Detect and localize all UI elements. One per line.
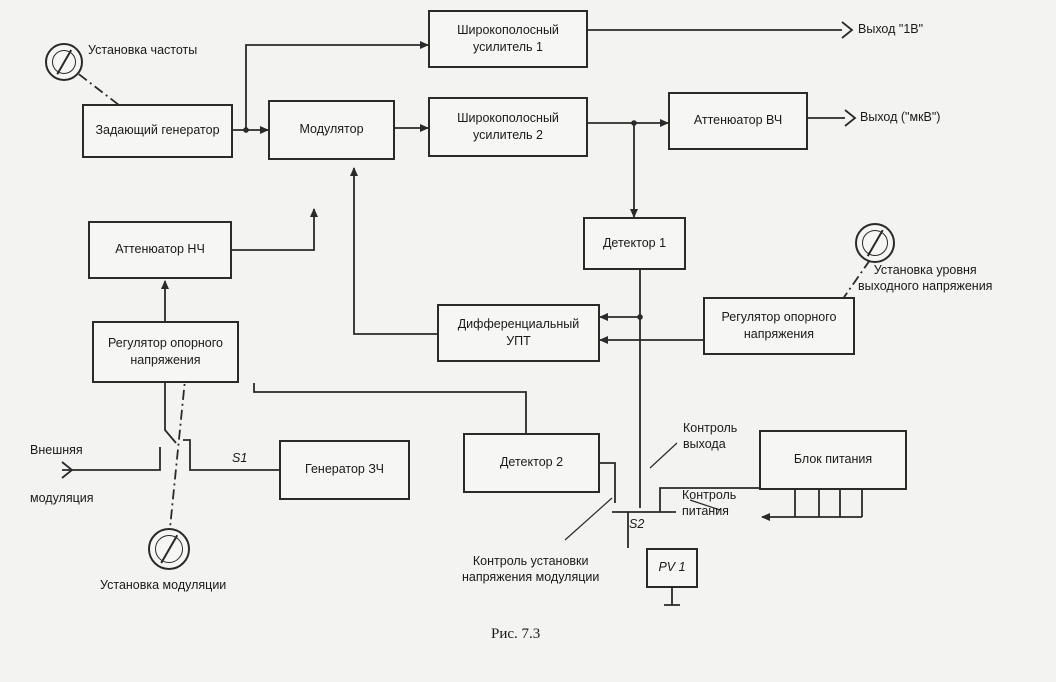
level-knob-linkage xyxy=(839,259,871,304)
wire-ext-mod-in xyxy=(62,447,161,471)
junction-amp2 xyxy=(631,120,637,126)
wire-s1-to-af-gen xyxy=(183,439,279,471)
mod-control-pointer xyxy=(564,497,613,541)
wire-left-reg-to-detector2 xyxy=(253,383,527,433)
output-uv-label: Выход ("мкВ") xyxy=(860,110,941,124)
modulation-setting-knob-icon[interactable] xyxy=(148,528,190,570)
switch-s2-label: S2 xyxy=(629,517,645,531)
power-supply-block: Блок питания xyxy=(759,430,907,490)
af-generator-block: Генератор ЗЧ xyxy=(279,440,410,500)
figure-caption: Рис. 7.3 xyxy=(491,626,541,642)
output-level-setting-label: Установка уровня выходного напряжения xyxy=(858,263,993,293)
wire-dca-to-modulator xyxy=(350,167,437,335)
modulation-knob-linkage xyxy=(169,369,187,529)
output-1v-terminal xyxy=(841,21,854,39)
master-generator-block: Задающий генератор xyxy=(82,104,233,158)
switch-s1-label: S1 xyxy=(232,451,248,465)
modulation-voltage-control-label: Контроль установки напряжения модуляции xyxy=(462,554,600,584)
lf-attenuator-block: Аттенюатор НЧ xyxy=(88,221,232,279)
rf-attenuator-block: Аттенюатор ВЧ xyxy=(668,92,808,150)
external-modulation-label-bottom: модуляция xyxy=(30,491,94,505)
wire-gen-to-amp1 xyxy=(245,41,429,130)
wire-detector2-to-s2 xyxy=(600,462,616,503)
modulation-setting-label: Установка модуляции xyxy=(100,578,227,592)
wideband-amplifier-2-block: Широкополосный усилитель 2 xyxy=(428,97,588,157)
wideband-amplifier-1-block: Широкополосный усилитель 1 xyxy=(428,10,588,68)
power-output-lines xyxy=(762,490,863,517)
modulator-block: Модулятор xyxy=(268,100,395,160)
output-uv-terminal xyxy=(844,109,857,127)
wire-left-reg-to-s1 xyxy=(164,383,177,444)
ext-mod-terminal xyxy=(61,461,74,479)
meter-ground xyxy=(664,588,680,606)
wire-s2-to-power xyxy=(659,487,759,512)
meter-pv1-block: РV 1 xyxy=(646,548,698,588)
detector-2-block: Детектор 2 xyxy=(463,433,600,493)
frequency-knob-linkage xyxy=(62,61,129,113)
frequency-setting-label: Установка частоты xyxy=(88,43,198,57)
output-control-label: Контроль выхода xyxy=(683,421,738,451)
right-reference-voltage-regulator-block: Регулятор опорного напряжения xyxy=(703,297,855,355)
wire-lf-att-to-modulator xyxy=(232,208,318,251)
power-control-pointer xyxy=(689,499,721,511)
left-reference-voltage-regulator-block: Регулятор опорного напряжения xyxy=(92,321,239,383)
junction-bus xyxy=(637,314,643,320)
junction-gen xyxy=(243,127,249,133)
frequency-setting-knob-icon[interactable] xyxy=(45,43,83,81)
power-control-label: Контроль питания xyxy=(682,488,737,518)
output-control-pointer xyxy=(649,442,678,469)
detector-1-block: Детектор 1 xyxy=(583,217,686,270)
output-1v-label: Выход "1В" xyxy=(858,22,924,36)
differential-dca-block: Дифференциальный УПТ xyxy=(437,304,600,362)
output-level-setting-knob-icon[interactable] xyxy=(855,223,895,263)
external-modulation-label-top: Внешняя xyxy=(30,443,83,457)
